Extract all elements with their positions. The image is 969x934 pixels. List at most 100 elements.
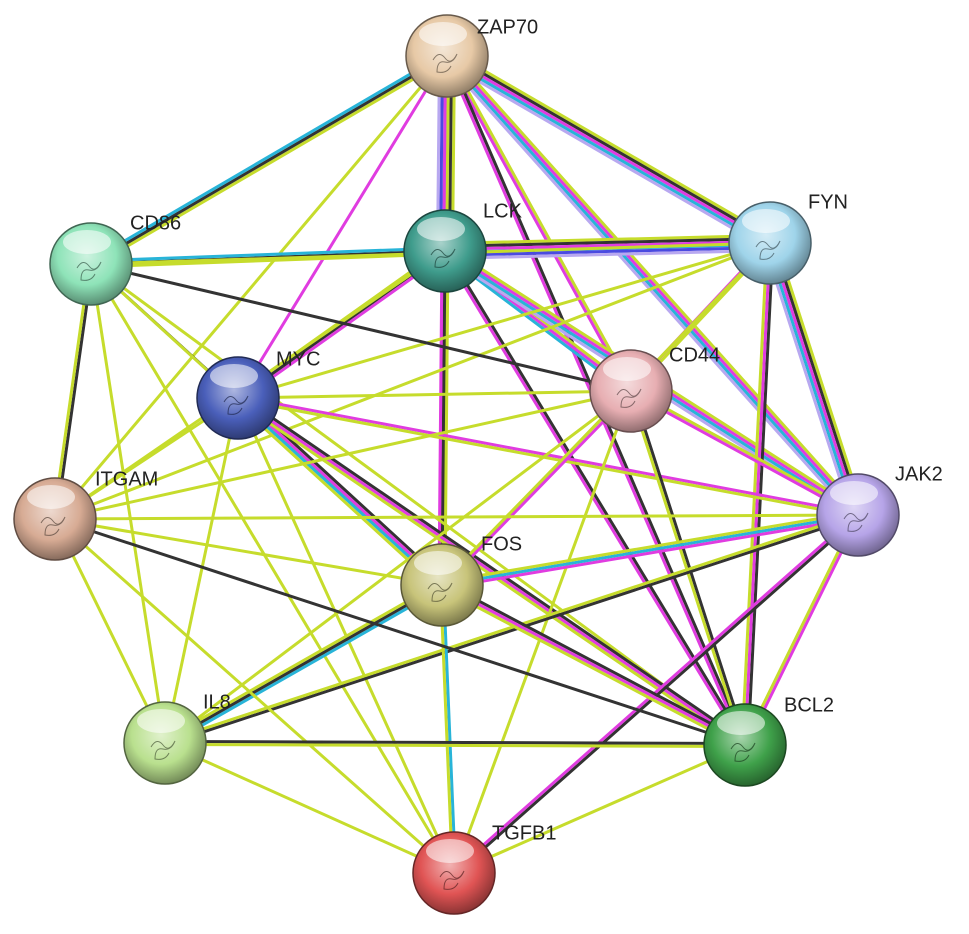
edge-line-cyan [440,513,860,587]
edge-line-yellow [53,241,772,521]
edge-line-magenta [441,390,634,588]
edge-line-magenta [443,240,772,252]
edge-line-black [53,517,747,747]
edge-line-black [441,580,748,744]
edge-line-cyan [235,397,443,588]
edge-line-yellow [236,241,772,400]
edge-line-yellow [440,510,860,584]
node-label-tgfb1: TGFB1 [492,822,556,844]
node-fos[interactable] [400,543,484,627]
edge-line-yellow [448,51,863,514]
edge-zap70-myc [236,54,449,400]
edge-line-yellow [439,583,455,875]
node-tgfb1[interactable] [412,831,496,915]
edge-line-magenta [437,249,444,587]
edge-jak2-il8 [163,512,860,746]
edge-fos-il8 [162,580,445,748]
edge-line-yellow [53,513,860,521]
edge-line-magenta [237,395,445,586]
edge-il8-tgfb1 [163,741,456,875]
node-label-lck: LCK [483,200,523,222]
node-bcl2[interactable] [703,703,787,787]
edge-zap70-itgam [53,54,449,521]
edge-line-magenta [744,514,861,748]
edge-line-yellow [448,49,775,240]
edge-line-black [447,51,774,242]
edge-line-yellow [452,743,747,875]
edge-jak2-bcl2 [742,512,861,748]
edge-cd86-cd44 [89,262,633,393]
protein-structure-icon [730,742,756,762]
edge-cd44-itgam [53,389,633,521]
edge-line-yellow [89,262,747,747]
node-label-bcl2: BCL2 [784,694,834,716]
edge-line-black [54,262,94,521]
edge-cd44-fos [439,388,634,588]
edge-line-blue [443,245,772,257]
node-lck[interactable] [403,209,487,293]
edge-fyn-itgam [53,241,772,521]
edge-line-magenta [444,55,632,394]
edge-line-yellow [53,517,456,875]
edge-jak2-fos [440,510,860,590]
edge-itgam-tgfb1 [53,517,456,875]
edge-line-black [440,249,447,587]
edge-line-yellow [52,262,92,521]
protein-structure-icon [432,53,458,73]
edge-line-magenta [440,516,860,590]
protein-structure-icon [40,516,66,536]
node-itgam[interactable] [13,477,97,561]
edge-line-yellow [439,586,746,750]
edge-line-black [89,54,449,266]
node-myc[interactable] [196,356,280,440]
edge-cd44-jak2 [628,388,861,518]
edge-line-magenta [768,241,860,517]
edge-line-yellow [443,234,772,246]
edge-line-yellow [163,396,240,745]
edge-line-yellow [163,512,860,744]
edge-fos-tgfb1 [439,583,457,875]
node-label-fyn: FYN [808,191,848,213]
edge-line-magenta [446,53,861,516]
edge-cd86-bcl2 [89,262,747,747]
node-label-cd86: CD86 [130,212,181,234]
edge-line-magenta [236,54,449,400]
edge-line-cyan [443,57,770,248]
edge-line-yellow [53,54,449,521]
edge-line-cyan [87,51,447,263]
protein-structure-icon [843,512,869,532]
edge-line-lavender [443,248,772,260]
protein-structure-icon [150,740,176,760]
edge-line-yellow [163,741,456,875]
node-label-jak2: JAK2 [895,463,943,485]
node-cd86[interactable] [49,222,133,306]
edge-line-magenta [628,390,859,518]
node-fyn[interactable] [728,201,812,285]
node-highlight [27,485,75,509]
node-il8[interactable] [123,701,207,785]
edge-line-yellow [452,389,633,875]
edge-line-magenta [440,583,747,747]
node-cd44[interactable] [589,349,673,433]
edge-myc-cd44 [236,389,633,400]
edge-line-yellow [774,239,866,515]
edge-line-yellow [162,580,443,742]
node-zap70[interactable] [405,14,489,98]
node-highlight [63,230,111,254]
protein-structure-icon [616,388,642,408]
edge-zap70-fyn [442,49,775,250]
node-highlight [414,551,462,575]
node-jak2[interactable] [816,473,900,557]
edge-line-magenta [445,54,772,245]
node-label-cd44: CD44 [669,344,720,366]
edge-line-yellow [630,388,861,516]
edge-cd86-tgfb1 [89,262,456,875]
node-highlight [717,711,765,735]
edge-line-magenta [238,251,449,402]
edge-line-yellow [742,512,859,746]
node-highlight [210,364,258,388]
edge-line-cyan [164,586,445,748]
edge-fos-itgam [53,517,444,587]
edge-il8-bcl2 [163,740,747,748]
